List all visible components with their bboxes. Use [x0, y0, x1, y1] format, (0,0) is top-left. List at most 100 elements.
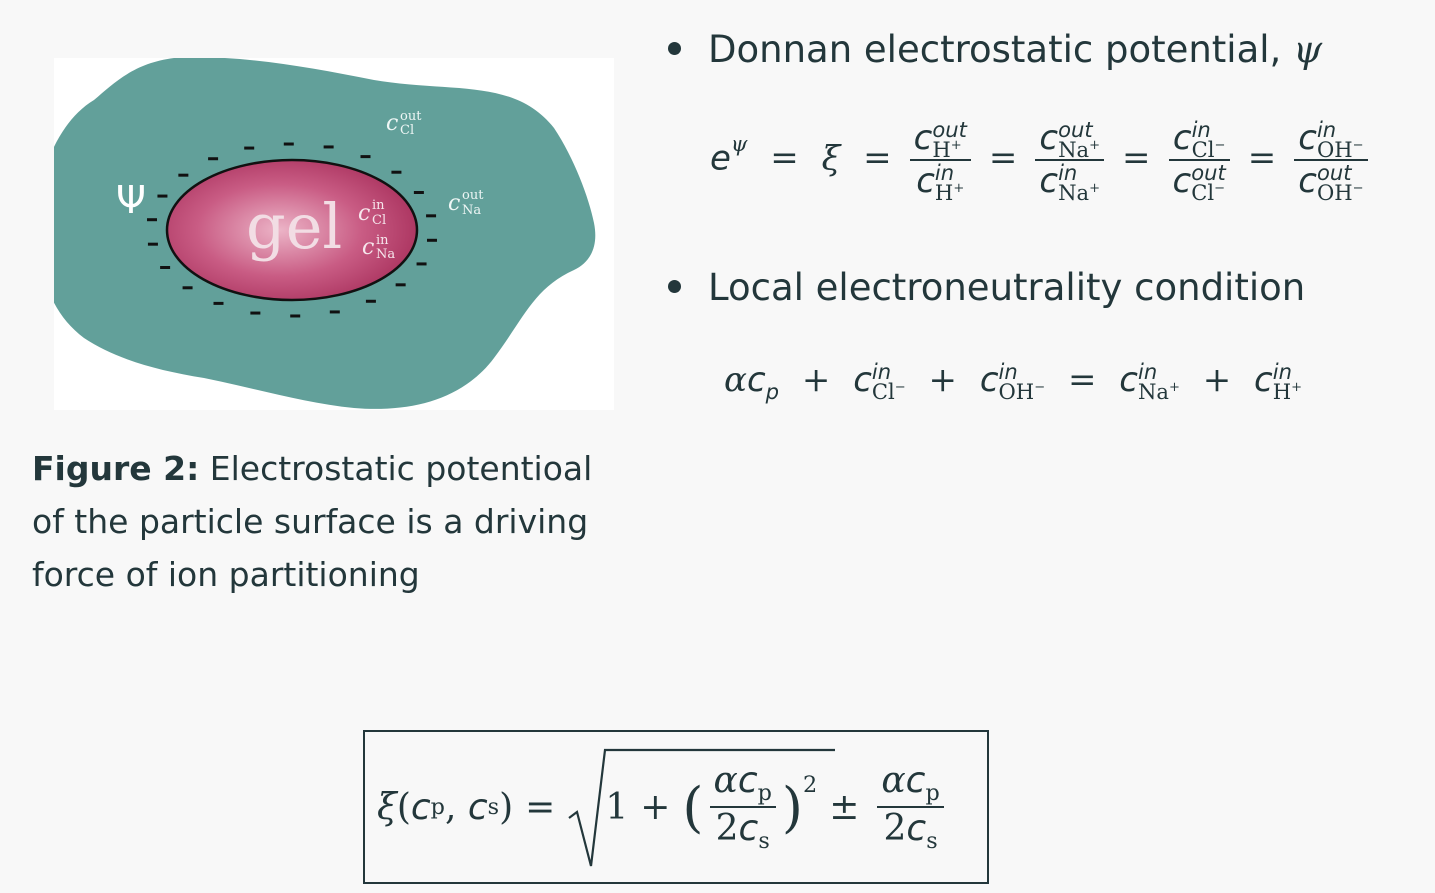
box-lparen: (	[396, 786, 411, 828]
svg-text:out: out	[400, 109, 422, 124]
eq1-c: c	[913, 118, 933, 158]
eq2-plus-sup: +	[1168, 379, 1180, 395]
frac-bar	[1035, 159, 1105, 162]
eq1-c: c	[1298, 118, 1317, 158]
box-plus: +	[640, 786, 671, 828]
eq2-in: in	[998, 358, 1018, 384]
svg-text:out: out	[462, 188, 484, 203]
eq2-plus-sup: +	[1291, 379, 1303, 395]
svg-text:Na: Na	[376, 247, 395, 262]
box-c: c	[738, 808, 759, 849]
eq1-sub: H	[932, 136, 951, 162]
eq1-c: c	[1172, 161, 1192, 202]
gel-particle-figure: Ψ gel c out Cl c out Na c in Cl c in Na	[54, 58, 614, 410]
eq1-sup: in	[1191, 116, 1211, 142]
eq1-c: c	[1298, 161, 1317, 202]
eq1-equals: =	[988, 138, 1018, 179]
bullet-donnan: Donnan electrostatic potential, ψ	[668, 28, 1322, 71]
svg-text:in: in	[376, 233, 389, 248]
eq2-equals: =	[1067, 360, 1097, 400]
bullet-dot	[668, 280, 681, 293]
eq2-in: in	[871, 358, 892, 384]
eq1-sup: in	[1316, 116, 1337, 142]
box-pm: ±	[829, 786, 860, 828]
box-inner-frac: αcp 2cs	[709, 759, 776, 855]
eq1-charge: +	[950, 137, 962, 153]
sqrt-block: 1 + ( αcp 2cs )2	[567, 748, 836, 867]
eq1-sup: in	[934, 160, 955, 186]
box-c: c	[905, 759, 926, 801]
svg-text:Cl: Cl	[400, 123, 414, 138]
eq2-c: c	[746, 360, 766, 400]
box-c: c	[410, 786, 431, 828]
frac-bar	[877, 806, 944, 808]
svg-text:c: c	[362, 235, 374, 260]
surface-charges	[147, 142, 437, 318]
eq1-equals: =	[770, 138, 799, 179]
box-exponent: 2	[802, 772, 818, 798]
box-rparen: )	[499, 786, 514, 828]
psi-label: Ψ	[116, 178, 146, 222]
eq1-c: c	[1039, 118, 1059, 158]
eq1-charge: +	[953, 180, 965, 196]
svg-text:c: c	[448, 191, 460, 216]
frac-bar	[709, 806, 776, 808]
eq2-c: c	[1254, 360, 1273, 400]
svg-text:Na: Na	[462, 203, 481, 218]
box-p: p	[430, 794, 445, 820]
box-s: s	[758, 828, 770, 855]
eq1-c: c	[916, 161, 935, 202]
svg-text:Cl: Cl	[372, 213, 386, 228]
c-in-cl-label: c in Cl	[358, 198, 386, 228]
eq2-plus: +	[801, 360, 831, 400]
c-out-na-label: c out Na	[448, 188, 484, 218]
gel-label: gel	[246, 190, 342, 263]
eq2-c: c	[853, 360, 872, 400]
box-c: c	[906, 808, 927, 849]
eq1-sub: OH	[1316, 180, 1353, 205]
eq1-charge: −	[1352, 137, 1364, 153]
eq1-e: e	[710, 138, 731, 179]
eq2-in: in	[1272, 358, 1292, 384]
eq2-plus: +	[928, 360, 958, 400]
eq1-sub: Na	[1058, 136, 1090, 162]
eq1-equals: =	[1122, 138, 1151, 179]
eq1-sup: out	[932, 116, 967, 142]
eq2-minus: −	[894, 379, 906, 395]
svg-text:c: c	[386, 111, 398, 136]
box-comma: ,	[444, 786, 457, 828]
box-alpha: α	[881, 759, 906, 801]
box-outer-frac: αcp 2cs	[877, 759, 944, 854]
psi-symbol: ψ	[1293, 28, 1323, 71]
gel-particle	[165, 158, 419, 302]
box-c: c	[737, 759, 758, 801]
box-big-rparen: )	[781, 775, 803, 839]
bullet-electroneutrality: Local electroneutrality condition	[668, 266, 1305, 309]
eq2-c: c	[1119, 360, 1138, 400]
eq1-sup: out	[1191, 160, 1226, 186]
eq2-na: Na	[1137, 378, 1169, 404]
frac-bar	[1168, 159, 1230, 162]
eq2-minus: −	[1034, 379, 1046, 395]
bullet-electroneutrality-text: Local electroneutrality condition	[708, 266, 1306, 309]
svg-text:c: c	[358, 201, 370, 226]
eq1-equals: =	[863, 138, 892, 179]
eq2-p: p	[765, 378, 780, 404]
box-xi: ξ	[377, 786, 397, 828]
eq1-charge: −	[1214, 137, 1226, 153]
box-equals: =	[525, 786, 556, 828]
eq2-oh: OH	[998, 378, 1035, 404]
caption-label: Figure 2:	[32, 449, 200, 488]
eq1-charge: +	[1089, 137, 1101, 153]
eq1-sub: Na	[1058, 180, 1090, 205]
eq1-sup: out	[1316, 160, 1352, 186]
eq1-charge: −	[1352, 180, 1364, 196]
